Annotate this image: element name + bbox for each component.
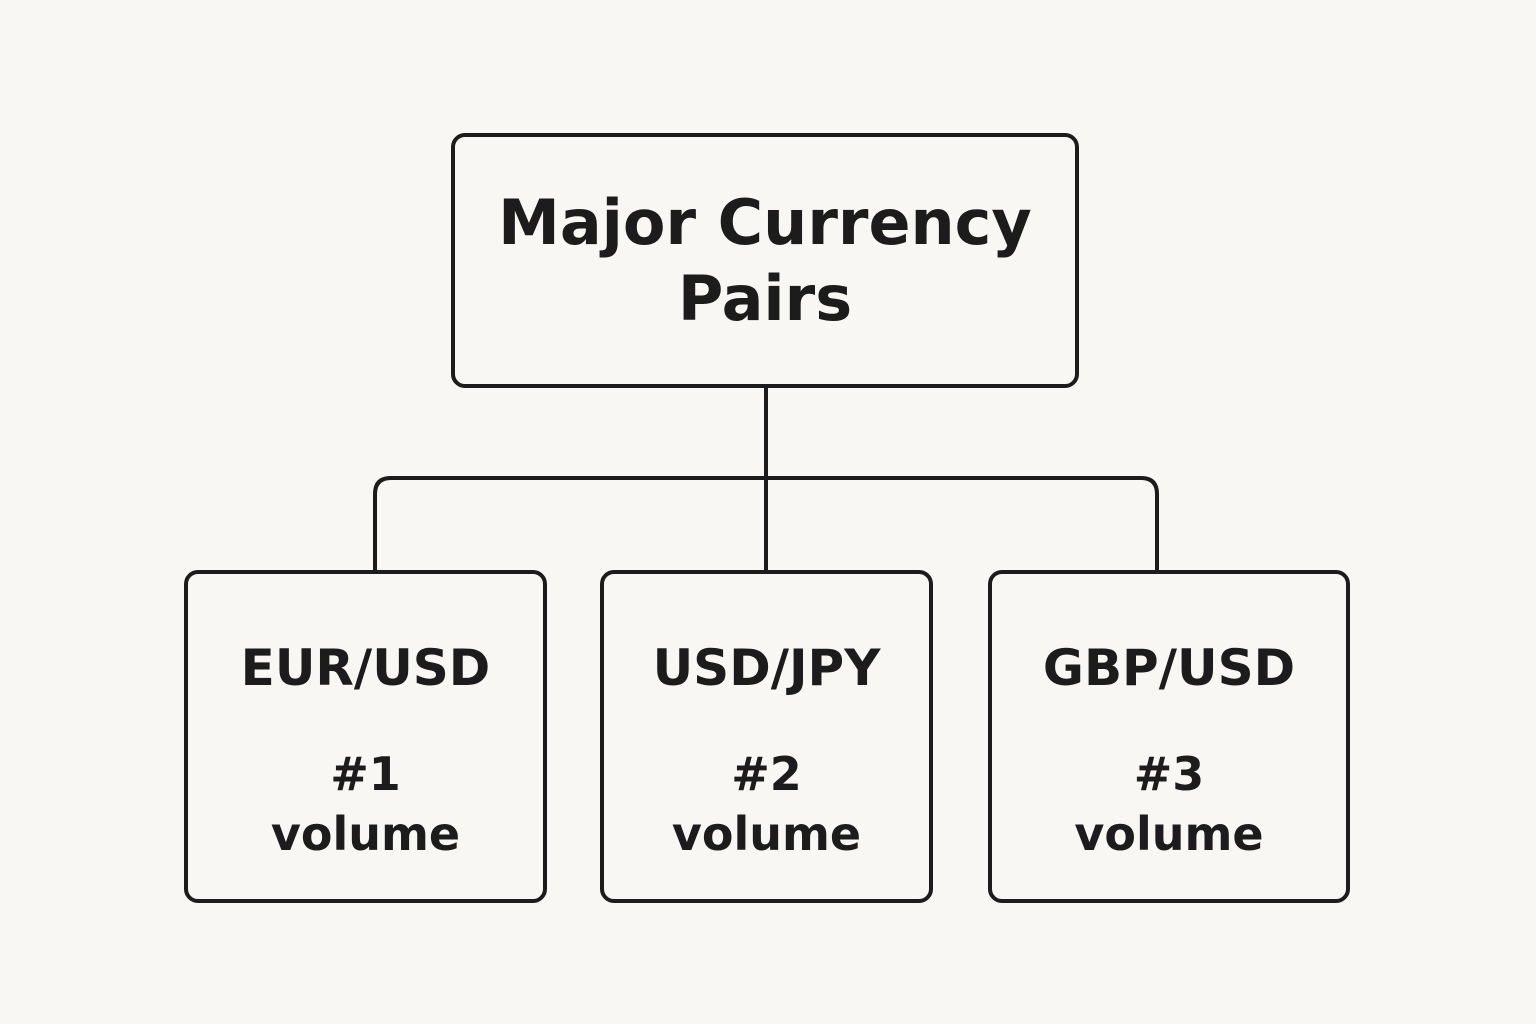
volume-rank: #2 xyxy=(731,747,802,801)
root-title-line2: Pairs xyxy=(677,261,853,335)
child-node-eur-usd: EUR/USD #1 volume xyxy=(184,570,547,903)
rank-metric: volume xyxy=(671,807,862,861)
root-node: Major Currency Pairs xyxy=(451,133,1079,388)
pair-name: GBP/USD xyxy=(1042,639,1296,697)
child-node-usd-jpy: USD/JPY #2 volume xyxy=(600,570,933,903)
rank-metric: volume xyxy=(270,807,461,861)
rank-metric: volume xyxy=(1074,807,1264,861)
pair-name: USD/JPY xyxy=(652,639,881,697)
volume-rank: #1 xyxy=(330,747,401,801)
pair-name: EUR/USD xyxy=(240,639,491,697)
root-title-line1: Major Currency xyxy=(498,185,1032,259)
volume-rank: #3 xyxy=(1133,747,1205,801)
child-node-gbp-usd: GBP/USD #3 volume xyxy=(988,570,1350,903)
